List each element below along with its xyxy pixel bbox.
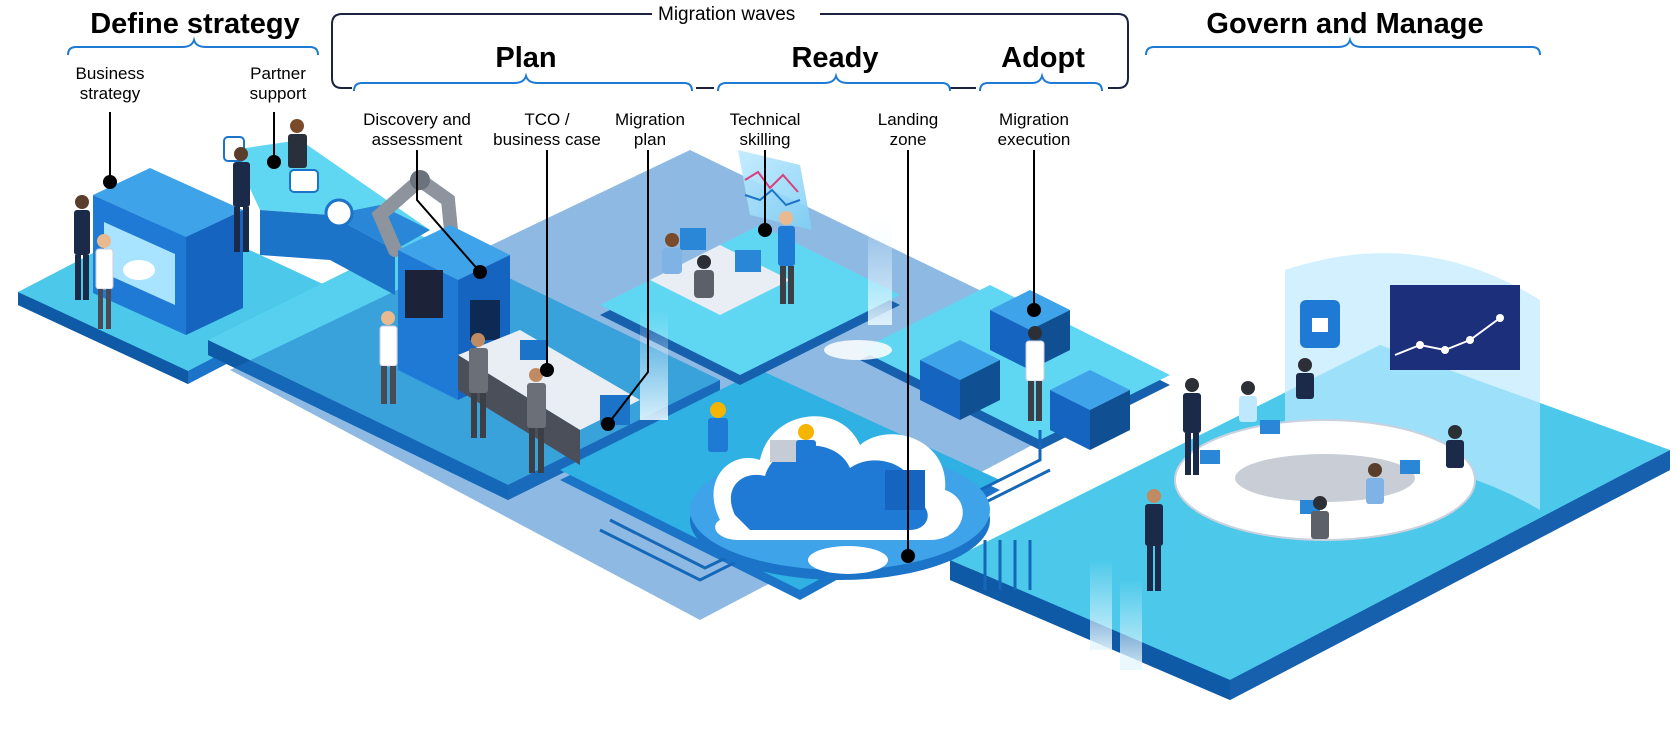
landing-zone-cloud — [690, 340, 990, 580]
step-technical-skilling: Technical skilling — [729, 110, 801, 149]
phase-define-strategy: Define strategy — [90, 8, 300, 40]
migration-waves-label: Migration waves — [652, 4, 802, 26]
step-tco-business-case: TCO / business case — [493, 110, 601, 149]
step-migration-plan: Migration plan — [615, 110, 685, 149]
leader-lines — [109, 112, 1035, 556]
step-landing-zone: Landing zone — [877, 110, 939, 149]
person-strategist — [74, 195, 114, 329]
migration-boxes — [920, 290, 1130, 450]
step-business-strategy: Business strategy — [75, 64, 145, 103]
phase-brackets — [67, 36, 1541, 92]
step-discovery-assessment: Discovery and assessment — [363, 110, 471, 149]
phase-govern-manage: Govern and Manage — [1206, 8, 1484, 40]
people-plan — [379, 311, 546, 473]
leader-dots — [103, 155, 1041, 563]
phase-adopt: Adopt — [1001, 42, 1085, 74]
step-migration-execution: Migration execution — [997, 110, 1071, 149]
training-screen — [738, 150, 812, 230]
glow-pillars — [640, 215, 1142, 670]
person-partner — [233, 119, 307, 252]
training-desk — [650, 211, 795, 315]
phase-plan: Plan — [495, 42, 557, 74]
step-partner-support: Partner support — [249, 64, 307, 103]
boardroom-people — [1145, 358, 1464, 591]
strategy-machine — [93, 168, 243, 335]
phase-ready: Ready — [791, 42, 879, 74]
robot-arm — [371, 170, 459, 257]
migration-waves-frame — [331, 13, 1129, 89]
